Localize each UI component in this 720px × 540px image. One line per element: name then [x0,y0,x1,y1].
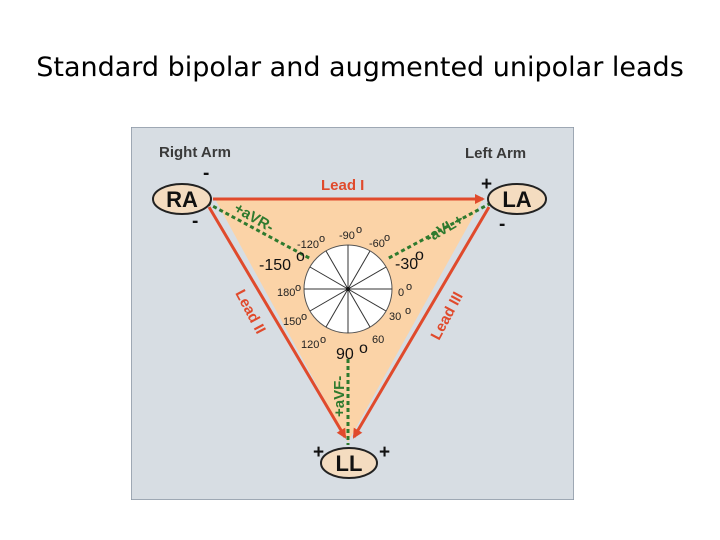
ra-bottom-sign: - [192,211,198,232]
deg-label-minus-60: -60 [369,238,385,250]
avf-label: +aVF- [331,376,348,417]
la-node-label: LA [502,187,531,212]
deg-label-30: 30 [389,311,401,323]
deg-label-0: 0 [398,287,404,299]
lead-iii-arrow [352,206,491,439]
slide-title: Standard bipolar and augmented unipolar … [36,52,684,83]
deg-symbol: o [356,224,362,236]
ra-node [152,183,212,215]
deg-label-90: 90 [336,346,354,363]
deg-symbol: o [301,311,307,323]
deg-label-minus-150: -150 [259,257,291,274]
ra-top-sign: - [203,163,209,184]
lead-i-label: Lead I [321,177,364,194]
lead-ii-arrow [207,206,347,439]
avl-dotted-line [386,201,492,261]
ll-node [320,447,378,479]
avr-dotted-line [206,201,312,261]
deg-symbol: o [405,305,411,317]
deg-symbol: o [359,340,368,357]
deg-label-180: 180 [277,287,295,299]
ll-left-sign: + [313,442,324,463]
hexaxial-wheel [303,244,393,334]
deg-label-minus-90: -90 [339,230,355,242]
deg-label-60: 60 [372,334,384,346]
deg-label-120: 120 [301,339,319,351]
la-bottom-sign: - [499,214,505,235]
ll-right-sign: + [379,442,390,463]
einthoven-triangle-diagram: -90 -120 -60 -150 -30 180 0 150 30 120 6… [131,127,574,500]
deg-symbol: o [406,281,412,293]
deg-symbol: o [319,233,325,245]
deg-symbol: o [296,248,305,265]
la-top-sign: + [481,174,492,195]
deg-symbol: o [415,247,424,264]
deg-label-minus-30: -30 [395,256,418,273]
la-node [487,183,547,215]
ll-node-label: LL [336,451,363,476]
deg-symbol: o [320,334,326,346]
deg-label-minus-120: -120 [297,239,319,251]
ra-node-label: RA [166,187,198,212]
deg-symbol: o [295,282,301,294]
right-arm-label: Right Arm [159,144,231,161]
deg-symbol: o [384,232,390,244]
deg-label-150: 150 [283,316,301,328]
left-arm-label: Left Arm [465,145,526,162]
